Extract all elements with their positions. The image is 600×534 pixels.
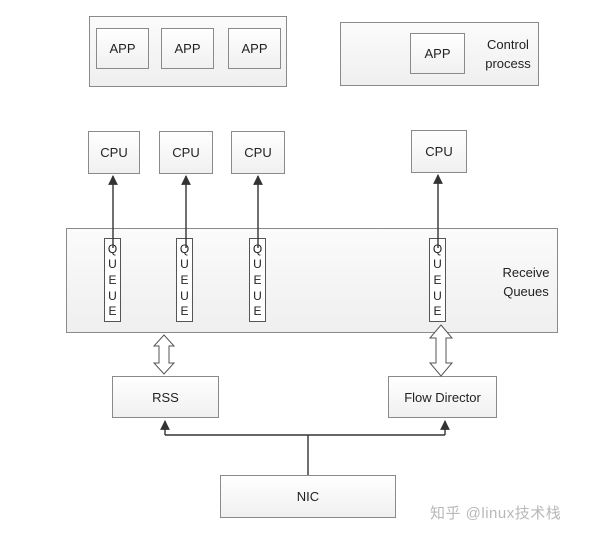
queue-letter: U	[253, 288, 262, 303]
queue-1: Q U E U E	[104, 238, 121, 322]
app-box-3: APP	[228, 28, 281, 69]
flow-director-box: Flow Director	[388, 376, 497, 418]
rss-double-arrow	[152, 334, 176, 375]
receive-queues-line2: Queues	[503, 284, 549, 299]
cpu-box-3: CPU	[231, 131, 285, 174]
cpu-box-4: CPU	[411, 130, 467, 173]
cpu-box-1: CPU	[88, 131, 140, 174]
rss-box: RSS	[112, 376, 219, 418]
queue-letter: U	[433, 257, 442, 272]
nic-label: NIC	[296, 489, 320, 504]
cpu-label: CPU	[244, 145, 272, 160]
cpu-label: CPU	[172, 145, 200, 160]
queue-letter: E	[108, 304, 117, 319]
queue-letter: U	[433, 288, 442, 303]
rss-label: RSS	[152, 389, 179, 405]
cpu-label: CPU	[425, 144, 453, 159]
watermark-text: 知乎 @linux技术栈	[430, 505, 562, 522]
app-box-2: APP	[161, 28, 214, 69]
nic-box: NIC	[220, 475, 396, 518]
queue-letter: U	[180, 257, 189, 272]
receive-queues-line1: Receive	[502, 265, 550, 280]
queue-letter: E	[180, 272, 189, 287]
flow-director-label: Flow Director	[404, 389, 481, 405]
queue-letter: E	[253, 304, 262, 319]
control-label-line1: Control	[487, 37, 529, 52]
receive-queues-label: Receive Queues	[494, 262, 558, 302]
queue-letter: E	[180, 304, 189, 319]
control-process-label: Control process	[476, 34, 540, 74]
app-box-1: APP	[96, 28, 149, 69]
flow-director-double-arrow	[428, 324, 454, 377]
control-app-label: APP	[424, 46, 451, 61]
queue-letter: E	[433, 272, 442, 287]
app-label: APP	[109, 41, 136, 56]
control-label-line2: process	[485, 56, 531, 71]
queue-letter: Q	[179, 241, 190, 256]
queue-letter: E	[253, 272, 262, 287]
control-app-box: APP	[410, 33, 465, 74]
queue-letter: Q	[252, 241, 263, 256]
queue-letter: U	[108, 288, 117, 303]
queue-letter: U	[253, 257, 262, 272]
queue-letter: Q	[432, 241, 443, 256]
queue-2: Q U E U E	[176, 238, 193, 322]
cpu-label: CPU	[100, 145, 128, 160]
app-label: APP	[174, 41, 201, 56]
queue-letter: Q	[107, 241, 118, 256]
queue-letter: U	[180, 288, 189, 303]
queue-letter: E	[433, 304, 442, 319]
app-label: APP	[241, 41, 268, 56]
receive-queues-panel	[66, 228, 558, 333]
queue-3: Q U E U E	[249, 238, 266, 322]
queue-letter: U	[108, 257, 117, 272]
cpu-box-2: CPU	[159, 131, 213, 174]
queue-letter: E	[108, 272, 117, 287]
